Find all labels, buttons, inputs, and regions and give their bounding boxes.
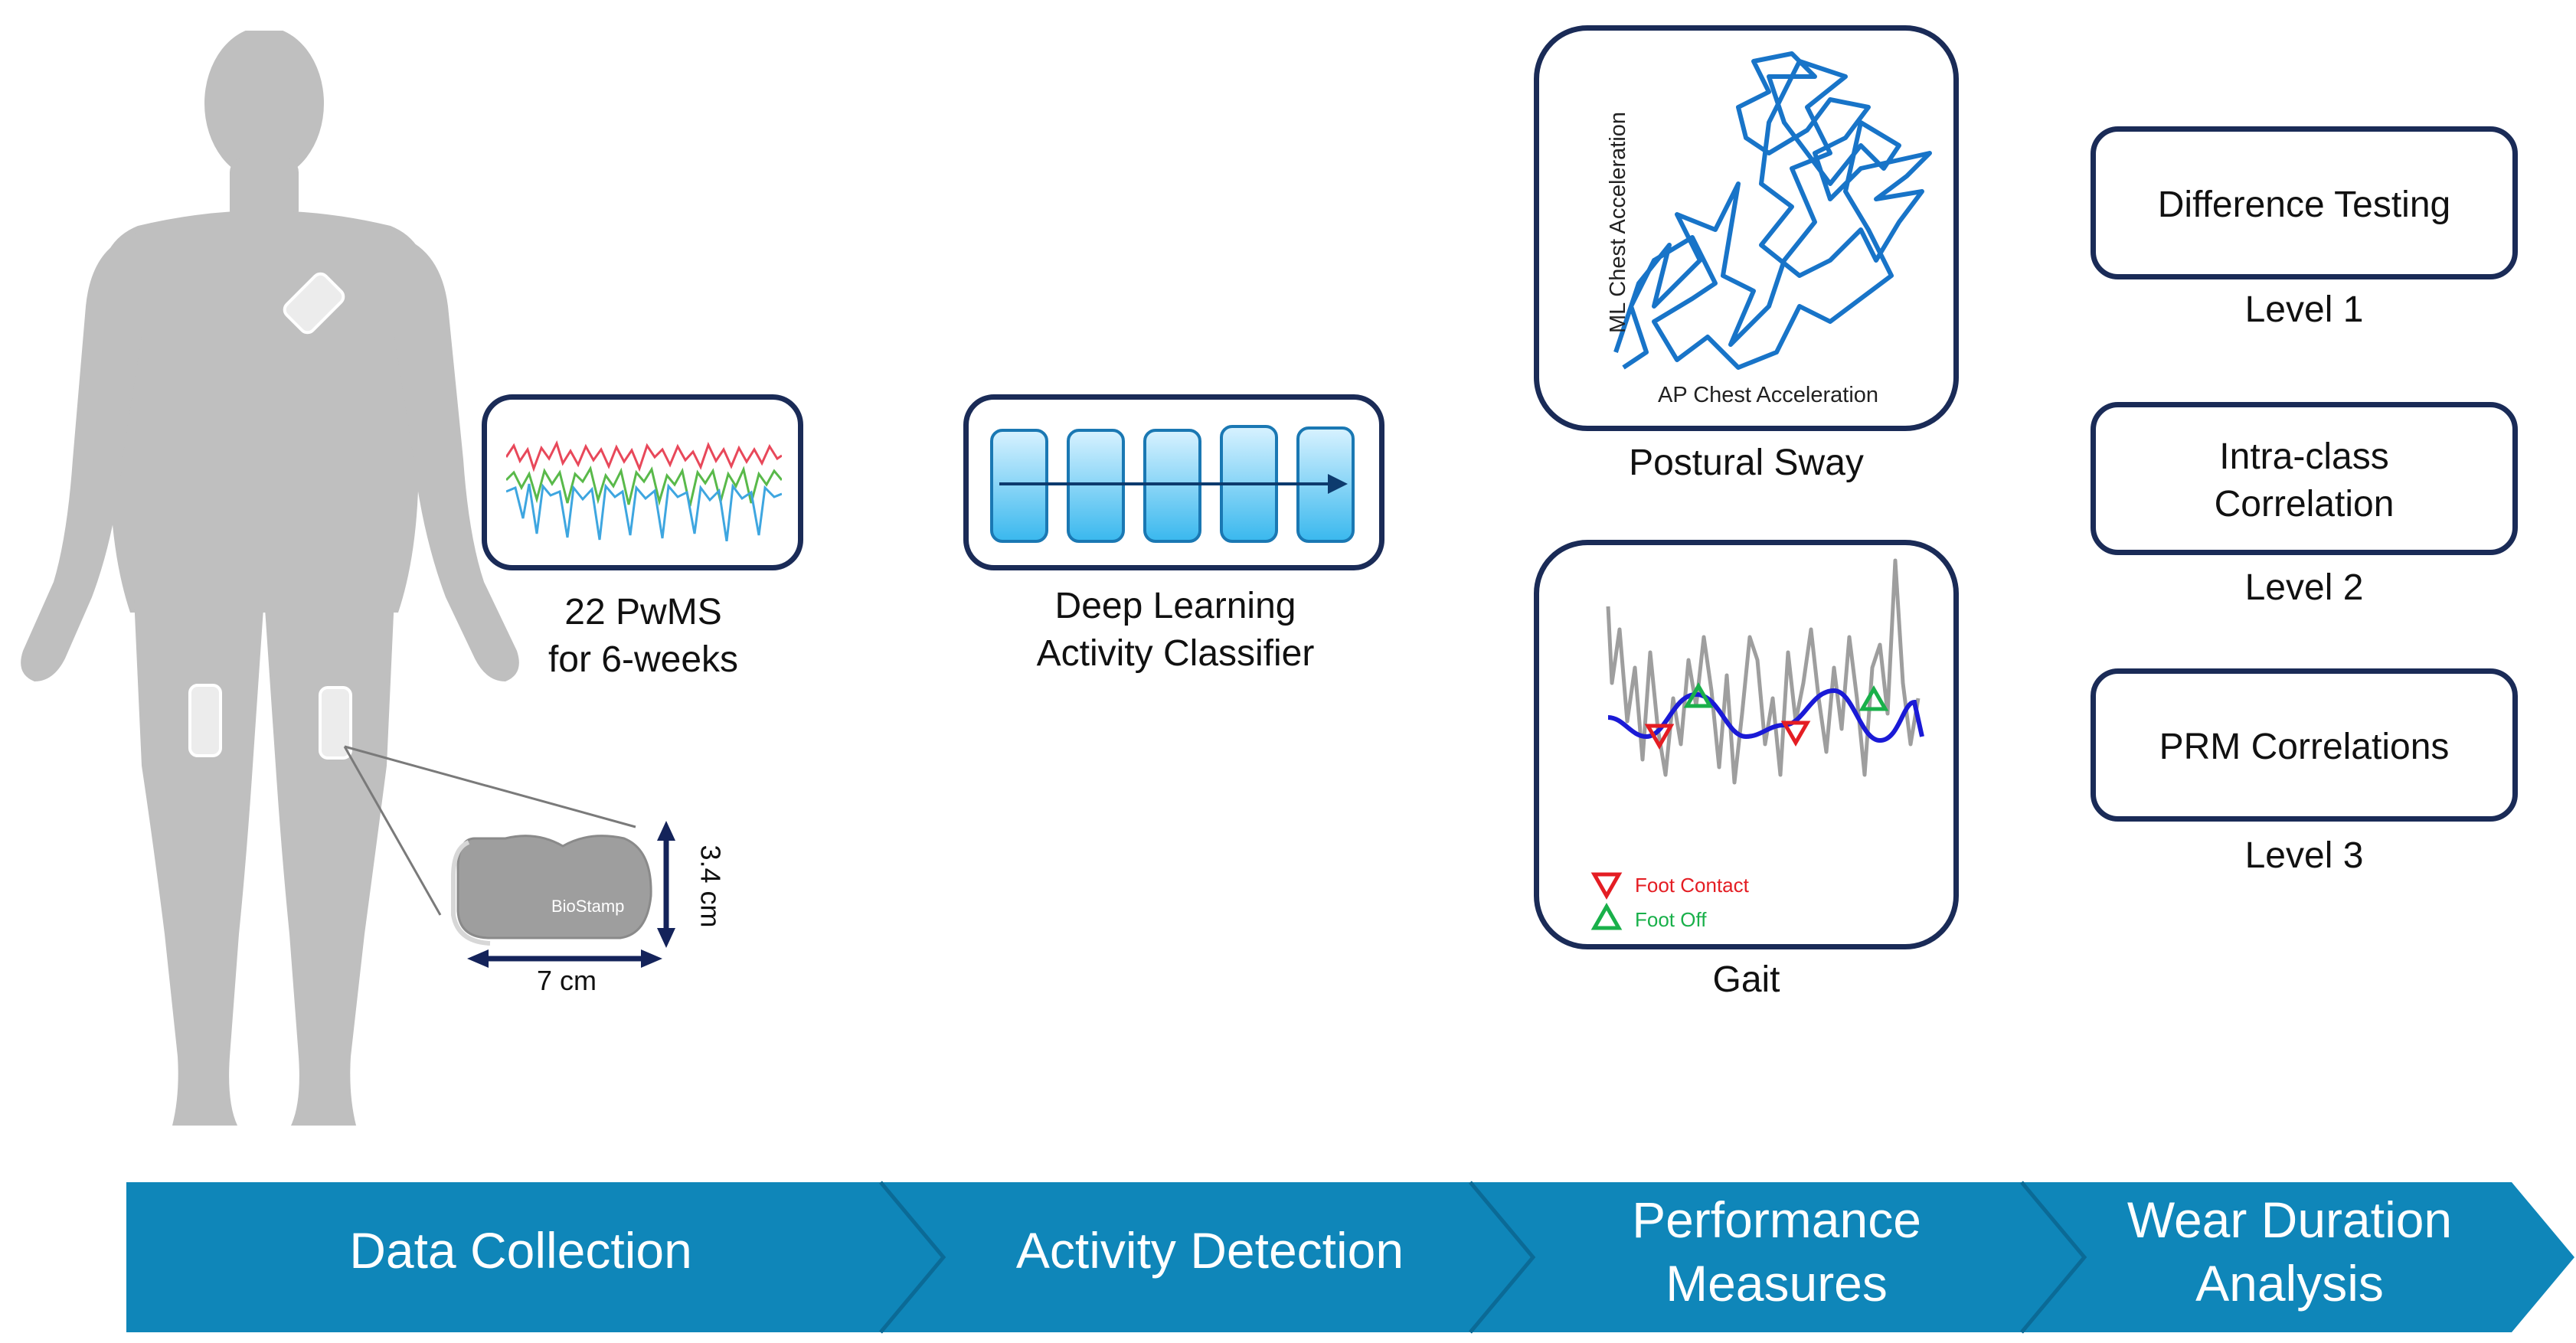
classifier-line-1: Deep Learning <box>1054 586 1296 626</box>
prm-correlations-label: PRM Correlations <box>2159 727 2450 767</box>
stage-wear-duration-label-line-2: Analysis <box>2195 1255 2384 1312</box>
stage-performance-chevron <box>1470 1182 2084 1332</box>
foot-contact-legend-label: Foot Contact <box>1635 874 1750 897</box>
stage-wear-duration-label-line-1: Wear Duration <box>2127 1191 2453 1248</box>
postural-sway-title: Postural Sway <box>1629 443 1864 483</box>
prm-correlations-box: PRM Correlations <box>2091 668 2518 822</box>
stage-performance-label-line-2: Measures <box>1666 1255 1888 1312</box>
participants-line-2: for 6-weeks <box>548 639 739 680</box>
device-width-label: 7 cm <box>536 965 597 996</box>
stage-performance-label-line-1: Performance <box>1632 1191 1921 1248</box>
body-sensors <box>188 272 352 760</box>
postural-sway-plot: ML Chest Acceleration AP Chest Accelerat… <box>1606 51 1932 407</box>
intra-class-correlation-box: Intra-class Correlation <box>2091 402 2518 555</box>
neural-network-icon <box>990 425 1355 543</box>
stage-wear-duration-chevron <box>2022 1182 2574 1332</box>
sensor-zoom-callout <box>343 745 675 968</box>
difference-testing-box: Difference Testing <box>2091 126 2518 279</box>
icc-label-line-1: Intra-class <box>2219 436 2389 477</box>
pipeline-banner <box>126 1181 2574 1334</box>
foot-off-legend-icon <box>1590 902 1623 930</box>
sensor-patch-icon <box>451 835 652 946</box>
device-height-label: 3.4 cm <box>695 845 727 928</box>
classifier-line-2: Activity Classifier <box>1036 633 1315 674</box>
stage-activity-detection-label: Activity Detection <box>1015 1222 1404 1279</box>
gait-title: Gait <box>1712 959 1780 1000</box>
participants-line-1: 22 PwMS <box>564 592 722 632</box>
arrow-right-icon <box>1328 474 1348 494</box>
gait-plot: Foot Contact Foot Off <box>1590 558 1924 931</box>
level-1-label: Level 1 <box>2244 289 2364 330</box>
sway-x-axis-label: AP Chest Acceleration <box>1658 383 1878 407</box>
stage-activity-detection-chevron <box>881 1182 1533 1332</box>
human-silhouette-icon <box>21 31 519 1126</box>
raw-signal-panel <box>482 394 803 570</box>
stage-data-collection-label: Data Collection <box>349 1222 692 1279</box>
gait-panel: Foot Contact Foot Off <box>1534 540 1959 949</box>
icc-label-line-2: Correlation <box>2214 484 2395 524</box>
foot-contact-legend-icon <box>1590 872 1623 900</box>
raw-signal-plot <box>506 439 782 541</box>
level-2-label: Level 2 <box>2244 567 2364 608</box>
difference-testing-label: Difference Testing <box>2157 185 2451 225</box>
sway-y-axis-label: ML Chest Acceleration <box>1606 112 1630 333</box>
foot-off-legend-label: Foot Off <box>1635 908 1707 931</box>
stage-data-collection-chevron <box>126 1182 943 1332</box>
device-brand-label: BioStamp <box>551 897 625 916</box>
postural-sway-panel: ML Chest Acceleration AP Chest Accelerat… <box>1534 25 1959 431</box>
classifier-panel <box>963 394 1384 570</box>
level-3-label: Level 3 <box>2244 835 2364 876</box>
